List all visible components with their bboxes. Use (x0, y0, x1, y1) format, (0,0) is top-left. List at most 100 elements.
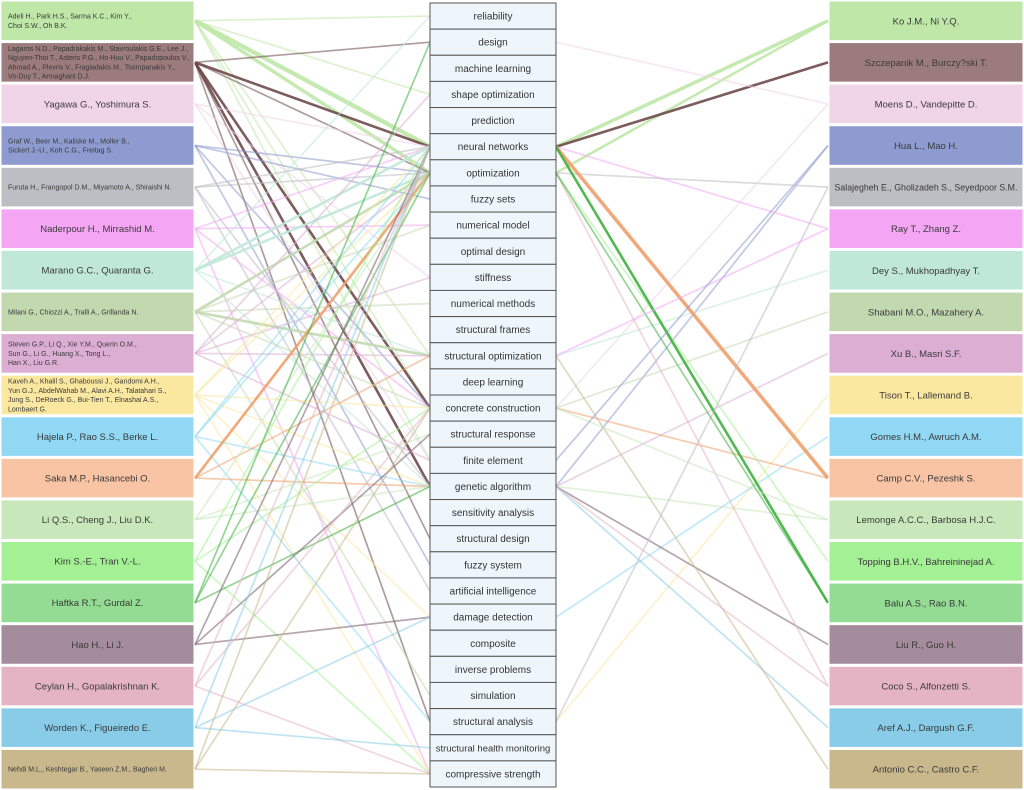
keyword-box[interactable]: fuzzy system (429, 551, 557, 579)
right-author-box-bg (828, 624, 1024, 665)
right-author-box[interactable]: Aref A.J., Dargush G.F. (828, 707, 1024, 748)
left-author-box[interactable]: Yagawa G., Yoshimura S. (0, 83, 195, 125)
keyword-box[interactable]: structural design (429, 525, 557, 553)
keyword-box[interactable]: optimization (429, 159, 557, 187)
keyword-box[interactable]: composite (429, 629, 557, 657)
left-author-box-bg (0, 0, 195, 42)
left-author-label: Yun G.J., AbdelWahab M., Alavi A.H., Tal… (8, 388, 166, 395)
left-author-box[interactable]: Haftka R.T., Gurdal Z. (0, 582, 195, 624)
keyword-box[interactable]: prediction (429, 107, 557, 135)
right-author-box-bg (828, 125, 1024, 166)
right-author-box[interactable]: Moens D., Vandepitte D. (828, 83, 1024, 125)
left-author-label: Vo-Duy T., Armaghani D.J. (8, 74, 90, 81)
left-author-box[interactable]: Nehdi M.L., Keshtegar B., Yaseen Z.M., B… (0, 748, 195, 790)
left-author-box-bg (0, 416, 195, 457)
keyword-box[interactable]: reliability (429, 2, 557, 30)
right-author-label: Balu A.S., Rao B.N. (885, 598, 968, 609)
keyword-box[interactable]: structural analysis (429, 708, 557, 736)
keyword-box[interactable]: shape optimization (429, 80, 557, 109)
left-author-box[interactable]: Kaveh A., Khalil S., Ghaboussi J., Gando… (0, 374, 195, 416)
keyword-box[interactable]: sensitivity analysis (429, 499, 557, 527)
left-author-box-bg (0, 291, 195, 333)
keyword-box[interactable]: stiffness (429, 263, 557, 291)
left-author-box-bg (0, 42, 195, 83)
right-author-box[interactable]: Camp C.V., Pezeshk S. (828, 457, 1024, 499)
keyword-box-bg (429, 472, 557, 501)
keyword-box-bg (429, 734, 557, 762)
keyword-box-bg (429, 603, 557, 631)
right-author-box[interactable]: Shabani M.O., Mazahery A. (828, 291, 1024, 333)
left-author-box-bg (0, 582, 195, 624)
left-author-box[interactable]: Ceylan H., Gopalakrishnan K. (0, 665, 195, 707)
right-author-box[interactable]: Ray T., Zhang Z. (828, 208, 1024, 249)
keyword-box[interactable]: optimal design (429, 237, 557, 265)
keyword-box[interactable]: numerical methods (429, 289, 557, 318)
left-author-box-bg (0, 333, 195, 374)
left-author-box[interactable]: Li Q.S., Cheng J., Liu D.K. (0, 499, 195, 541)
keyword-box[interactable]: simulation (429, 681, 557, 710)
right-author-box[interactable]: Tison T., Lallemand B. (828, 374, 1024, 416)
keyword-box[interactable]: fuzzy sets (429, 185, 557, 213)
right-author-box[interactable]: Salajegheh E., Gholizadeh S., Seyedpoor … (828, 166, 1024, 208)
left-author-box[interactable]: Furuta H., Frangopol D.M., Miyamoto A., … (0, 166, 195, 208)
right-author-column: Ko J.M., Ni Y.Q.Szczepanik M., Burczy?sk… (828, 0, 1024, 790)
left-author-box[interactable]: Naderpour H., Mirrashid M. (0, 208, 195, 249)
right-author-box[interactable]: Balu A.S., Rao B.N. (828, 582, 1024, 624)
keyword-box[interactable]: compressive strength (429, 760, 557, 788)
left-link-line (194, 61, 431, 540)
left-author-box[interactable]: Milani G., Chiozzi A., Tralli A., Grilla… (0, 291, 195, 333)
keyword-box[interactable]: inverse problems (429, 655, 557, 683)
right-author-box[interactable]: Hua L., Mao H. (828, 125, 1024, 166)
left-author-box[interactable]: Worden K., Figueiredo E. (0, 707, 195, 748)
keyword-box[interactable]: structural frames (429, 316, 557, 344)
left-link-line (194, 146, 431, 728)
left-link-line (194, 146, 431, 687)
left-author-box[interactable]: Adeli H., Park H.S., Sarma K.C., Kim Y.,… (0, 0, 195, 42)
right-link-line (555, 355, 829, 770)
keyword-box[interactable]: finite element (429, 446, 557, 474)
left-author-label: Haftka R.T., Gurdal Z. (52, 598, 144, 609)
left-author-label: Hao H., Li J. (71, 640, 123, 651)
left-author-label: Lombaert G. (8, 406, 47, 413)
left-link-line (194, 15, 431, 22)
left-link-line (194, 433, 431, 521)
right-link-line (555, 145, 829, 230)
keyword-box[interactable]: deep learning (429, 368, 557, 396)
keyword-box[interactable]: numerical model (429, 211, 557, 239)
left-link-line (194, 276, 431, 355)
keyword-box[interactable]: machine learning (429, 54, 557, 82)
right-author-box[interactable]: Ko J.M., Ni Y.Q. (828, 0, 1024, 42)
right-author-box[interactable]: Topping B.H.V., Bahreininejad A. (828, 541, 1024, 582)
right-author-box[interactable]: Gomes H.M., Awruch A.M. (828, 416, 1024, 457)
keyword-box[interactable]: structural health monitoring (429, 734, 557, 762)
keyword-box[interactable]: concrete construction (429, 394, 557, 422)
right-link-line (555, 172, 829, 188)
left-author-box[interactable]: Lagaros N.D., Papadrakakis M., Stavroula… (0, 42, 195, 83)
keyword-box[interactable]: damage detection (429, 603, 557, 631)
keyword-box[interactable]: genetic algorithm (429, 472, 557, 501)
left-author-box[interactable]: Marano G.C., Quaranta G. (0, 249, 195, 291)
right-author-box[interactable]: Dey S., Mukhopadhyay T. (828, 249, 1024, 291)
left-author-box[interactable]: Graf W., Beer M., Kaliske M., Moller B.,… (0, 125, 195, 166)
keyword-box[interactable]: structural optimization (429, 342, 557, 370)
right-author-box[interactable]: Coco S., Alfonzetti S. (828, 665, 1024, 707)
left-author-box[interactable]: Hajela P., Rao S.S., Berke L. (0, 416, 195, 457)
left-link-line (193, 172, 432, 479)
keyword-box[interactable]: design (429, 28, 557, 56)
right-author-box[interactable]: Lemonge A.C.C., Barbosa H.J.C. (828, 499, 1024, 541)
left-author-box[interactable]: Saka M.P., Hasancebi O. (0, 457, 195, 499)
left-author-box[interactable]: Kim S.-E., Tran V.-L. (0, 541, 195, 582)
left-author-label: Milani G., Chiozzi A., Tralli A., Grilla… (8, 309, 138, 316)
left-author-box-bg (0, 665, 195, 707)
right-author-box[interactable]: Szczepanik M., Burczy?ski T. (828, 42, 1024, 83)
left-link-line (194, 61, 431, 148)
left-author-box[interactable]: Steven G.P., Li Q., Xie Y.M., Querin O.M… (0, 333, 195, 374)
keyword-box[interactable]: artificial intelligence (429, 577, 557, 605)
right-author-box[interactable]: Xu B., Masri S.F. (828, 333, 1024, 374)
left-author-box[interactable]: Hao H., Li J. (0, 624, 195, 665)
right-author-box[interactable]: Liu R., Guo H. (828, 624, 1024, 665)
keyword-box[interactable]: neural networks (429, 133, 557, 161)
right-author-box[interactable]: Antonio C.C., Castro C.F. (828, 748, 1024, 790)
keyword-box[interactable]: structural response (429, 420, 557, 448)
left-link-line (193, 18, 432, 149)
